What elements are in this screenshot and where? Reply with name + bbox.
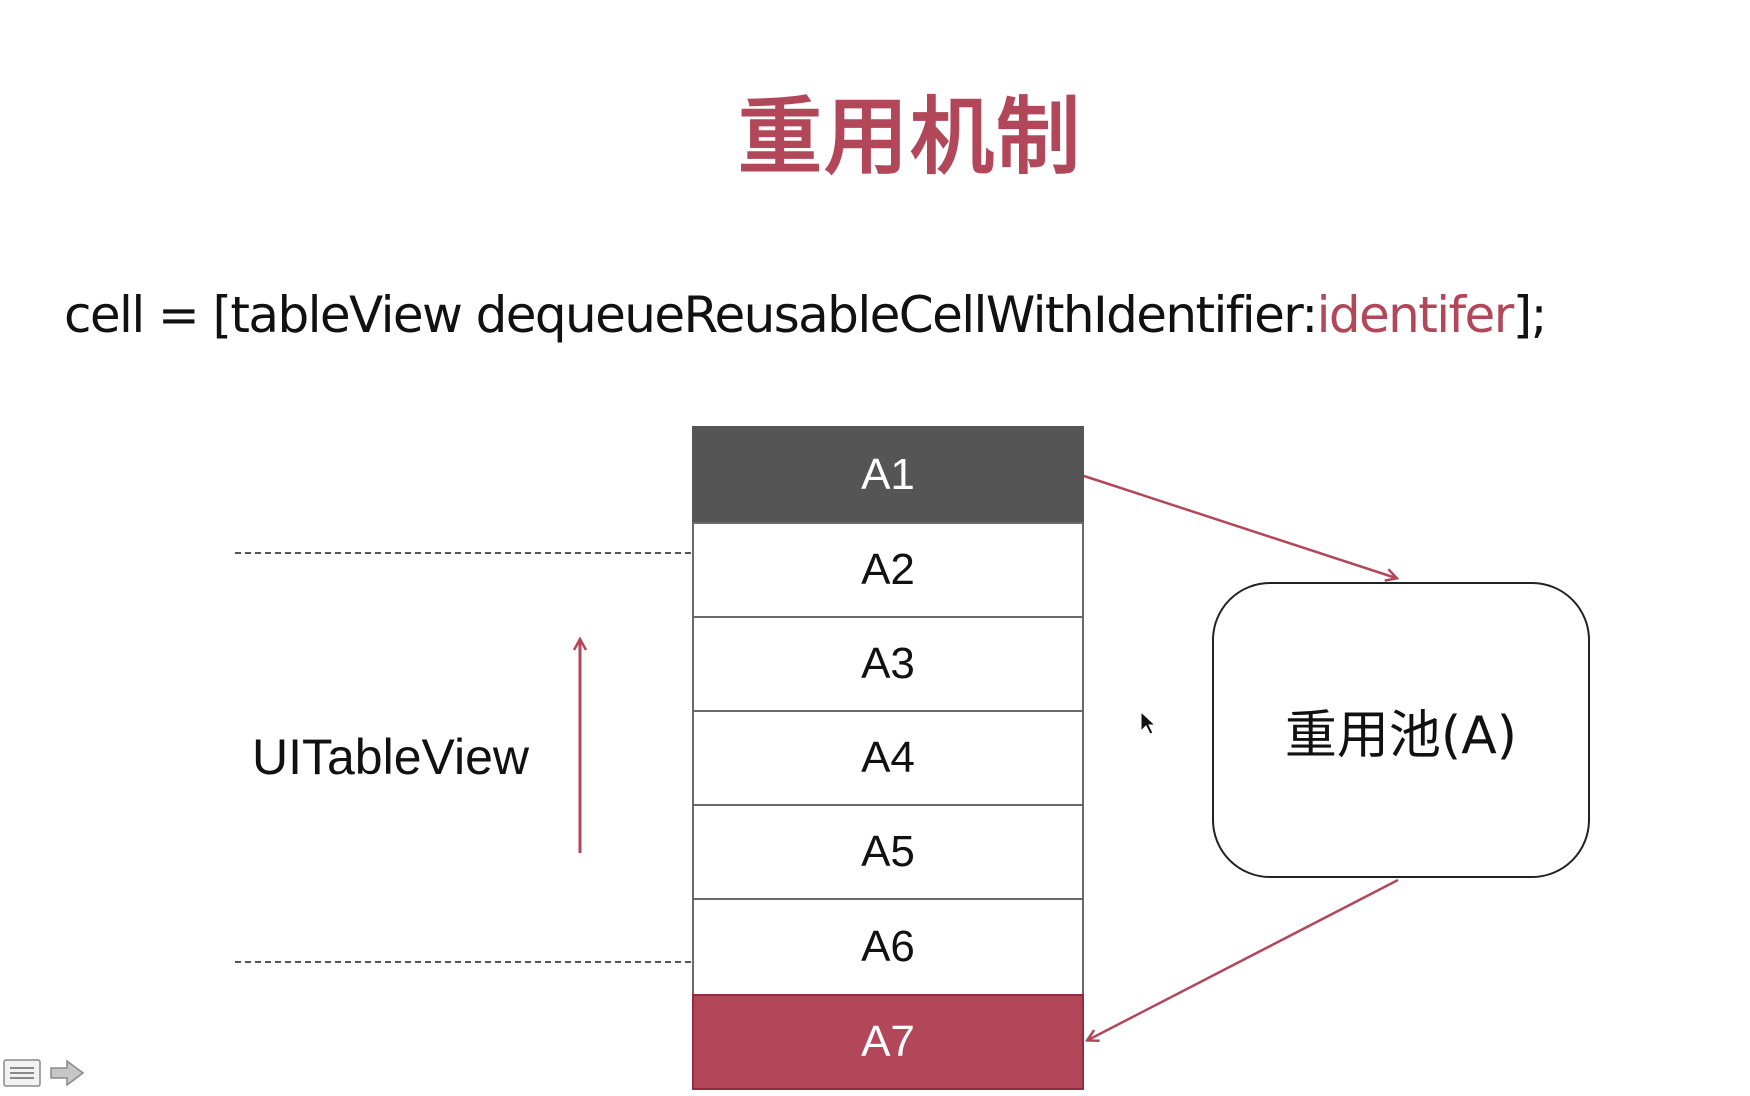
slide-title: 重用机制 — [737, 88, 1082, 186]
code-line: cell = [tableView dequeueReusableCellWit… — [64, 286, 1548, 344]
table-cell-a5: A5 — [692, 804, 1084, 900]
reuse-pool-box: 重用池(A) — [1212, 582, 1590, 878]
mouse-cursor-icon — [1140, 710, 1157, 735]
code-prefix: cell = [tableView dequeueReusableCellWit… — [64, 286, 1318, 344]
arrow-right-icon[interactable] — [48, 1058, 88, 1088]
uitableview-label: UITableView — [252, 729, 530, 785]
code-suffix: ]; — [1512, 286, 1548, 344]
table-cell-a4: A4 — [692, 710, 1084, 806]
code-identifier: identifer — [1316, 286, 1515, 344]
menu-icon[interactable] — [2, 1058, 42, 1088]
table-cell-a1: A1 — [692, 426, 1084, 524]
table-cell-a3: A3 — [692, 616, 1084, 712]
slide-nav-controls — [2, 1058, 88, 1088]
reuse-pool-label: 重用池(A) — [1284, 705, 1518, 766]
table-cell-a2: A2 — [692, 522, 1084, 618]
table-cell-a6: A6 — [692, 898, 1084, 996]
dequeue-arrow — [1088, 878, 1399, 1040]
table-cell-a7: A7 — [692, 994, 1084, 1090]
enqueue-arrow — [1083, 474, 1396, 578]
